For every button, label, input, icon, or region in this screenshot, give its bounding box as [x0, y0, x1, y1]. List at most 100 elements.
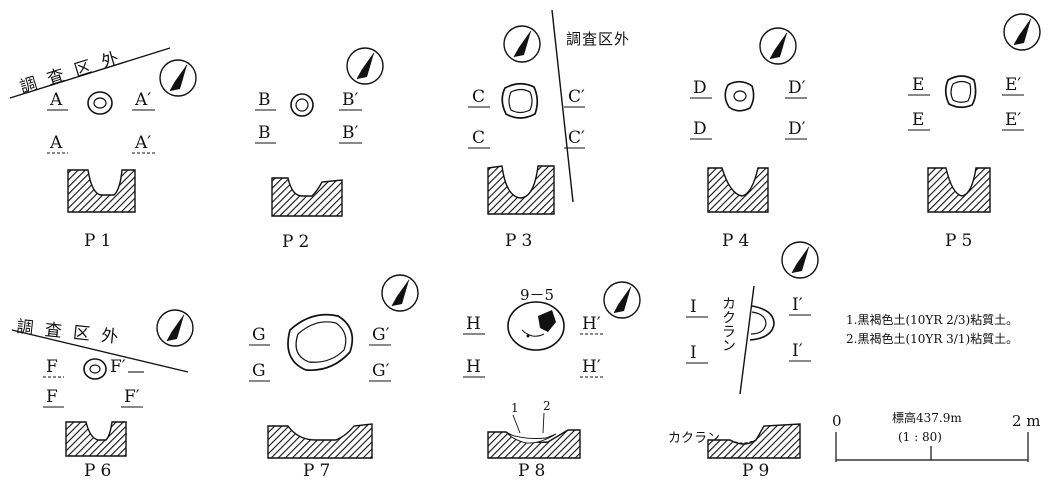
section-label-right: B′ [342, 90, 358, 110]
section-label-right-2: F′ [124, 387, 140, 407]
section-label-right-2: I′ [792, 341, 803, 361]
section-profile [927, 167, 991, 213]
section-profile [267, 423, 373, 459]
pit-p9: カクラン I I′ I I′ カクラン P9 [668, 241, 819, 481]
section-profile [65, 421, 127, 457]
section-label-left-2: E [912, 110, 924, 130]
boundary-line [9, 47, 171, 99]
scale-bar: 0 2 m 標高437.9m (1 : 80) [832, 410, 1041, 462]
pit-label: P4 [722, 231, 754, 251]
pit-outline [290, 93, 314, 117]
section-label-left: F [46, 357, 58, 377]
legend-item-1: 1.黒褐色土(10YR 2/3)粘質土。 [846, 312, 1018, 327]
scale-end-label: 2 m [1012, 412, 1041, 430]
pit-label: P7 [303, 461, 335, 481]
section-label-right-2: B′ [342, 123, 358, 143]
section-label-left-2: H [466, 357, 481, 377]
section-profile [707, 167, 769, 213]
pit-label: P1 [84, 231, 116, 251]
pit-p4: D D′ D D′ P4 [690, 27, 807, 251]
outside-area-label: 調 査 区 外 [18, 48, 124, 98]
section-label-left: I [690, 297, 697, 317]
section-label-right-2: H′ [582, 357, 601, 377]
section-label-left-2: B [258, 123, 271, 143]
soil-legend: 1.黒褐色土(10YR 2/3)粘質土。 2.黒褐色土(10YR 3/1)粘質土… [846, 312, 1018, 346]
section-profile [67, 169, 136, 213]
north-arrow-icon [381, 274, 419, 312]
pit-label: P3 [505, 231, 537, 251]
disturbance-line [739, 285, 755, 395]
section-label-right: G′ [372, 325, 390, 345]
layer-number-2: 2 [543, 399, 551, 413]
section-label-right: E′ [1005, 75, 1021, 95]
elevation-label: 標高437.9m [892, 410, 962, 425]
section-label-left-2: D [693, 119, 707, 139]
pit-p2: B B′ B B′ P2 [255, 47, 384, 252]
north-arrow-icon [1003, 13, 1041, 51]
scale-ratio-label: (1 : 80) [898, 430, 942, 444]
section-label-left-2: G [252, 361, 266, 381]
section-label-left-2: A [49, 133, 63, 153]
pit-p6: 調 査 区 外 F F′ F F′ P6 [11, 309, 194, 481]
legend-item-2: 2.黒褐色土(10YR 3/1)粘質土。 [846, 331, 1018, 346]
section-label-left: B [258, 90, 271, 110]
pit-label: P9 [742, 461, 774, 481]
section-label-right-2: G′ [372, 361, 390, 381]
section-label-left: C [472, 87, 485, 107]
section-label-right: A′ [134, 90, 151, 110]
pit-label: P6 [84, 461, 116, 481]
pit-outline [944, 75, 977, 109]
section-label-right-2: E′ [1005, 110, 1021, 130]
section-label-left: E [912, 75, 924, 95]
boundary-line [551, 9, 574, 203]
section-profile [271, 177, 343, 217]
section-label-right: D′ [788, 78, 806, 98]
north-arrow-icon [503, 25, 541, 63]
section-label-right-2: A′ [134, 133, 151, 153]
artifact-fragment [538, 310, 556, 332]
pit-outline [749, 305, 775, 341]
north-arrow-icon [346, 47, 384, 85]
section-label-left: A [49, 90, 63, 110]
section-label-left: H [466, 314, 481, 334]
north-arrow-icon [156, 309, 194, 347]
north-arrow-icon [781, 241, 819, 279]
pit-label: P5 [945, 231, 977, 251]
section-label-left-2: I [690, 343, 697, 363]
pit-outline [501, 82, 539, 119]
boundary-line [11, 329, 189, 373]
pit-outline [507, 301, 565, 351]
section-label-right: C′ [568, 87, 585, 107]
north-arrow-icon [603, 281, 641, 319]
outside-area-label: 調査区外 [566, 30, 630, 48]
pit-p3: 調査区外 C C′ C C′ P3 [468, 9, 630, 251]
pit-outline [724, 80, 755, 112]
section-label-right: F′ [110, 357, 126, 377]
section-profile [487, 165, 555, 215]
section-label-right-2: D′ [788, 119, 806, 139]
section-label-right: I′ [792, 295, 803, 315]
pit-outline [87, 91, 113, 115]
pit-label: P2 [282, 232, 314, 252]
north-arrow-icon [159, 59, 197, 97]
section-label-left-2: F [46, 387, 58, 407]
section-profile [487, 429, 581, 459]
section-label-right: H′ [582, 314, 601, 334]
north-arrow-icon [759, 27, 797, 65]
disturbance-section-label: カクラン [668, 431, 720, 446]
section-label-right-2: C′ [568, 128, 585, 148]
layer-number-1: 1 [511, 401, 519, 415]
pit-p5: E E′ E E′ P5 [908, 13, 1041, 251]
pit-p7: G G′ G G′ P7 [249, 274, 419, 481]
pit-label: P8 [518, 461, 550, 481]
section-label-left: G [252, 325, 266, 345]
artifact-number-label: 9－5 [520, 286, 554, 304]
section-label-left-2: C [472, 128, 485, 148]
pit-outline [287, 313, 354, 372]
layer-fill [507, 433, 557, 444]
section-profile [707, 423, 801, 459]
pit-p1: 調 査 区 外 A A′ A A′ P1 [9, 47, 197, 251]
scale-zero-label: 0 [832, 412, 842, 430]
disturbance-label: カクラン [720, 296, 736, 352]
